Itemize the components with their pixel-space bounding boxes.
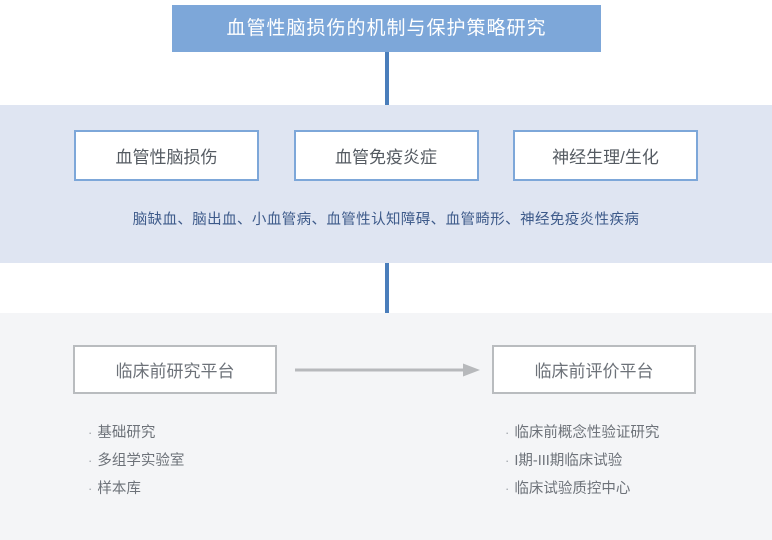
bullet-dot-icon: ·: [88, 425, 93, 440]
list-item-label: 临床试验质控中心: [514, 481, 631, 497]
list-item-label: 多组学实验室: [97, 453, 185, 469]
bullet-dot-icon: ·: [505, 481, 510, 496]
connector-research-to-platform: [385, 263, 389, 313]
list-item: · 临床试验质控中心: [505, 475, 659, 503]
connector-title-to-research: [385, 52, 389, 105]
arrow-right-icon: [295, 363, 480, 377]
research-band: 血管性脑损伤 血管免疫炎症 神经生理/生化 脑缺血、脑出血、小血管病、血管性认知…: [0, 105, 772, 263]
list-item: · I期-III期临床试验: [505, 447, 659, 475]
bullet-dot-icon: ·: [88, 481, 93, 496]
platform-label: 临床前研究平台: [115, 362, 235, 381]
pillar-label: 神经生理/生化: [552, 148, 659, 167]
list-item-label: 基础研究: [97, 425, 156, 441]
list-item-label: I期-III期临床试验: [514, 453, 623, 469]
pillar-label: 血管免疫炎症: [335, 148, 437, 167]
page-title: 血管性脑损伤的机制与保护策略研究: [226, 18, 547, 39]
pillar-label: 血管性脑损伤: [115, 148, 218, 167]
research-pillar-row: 血管性脑损伤 血管免疫炎症 神经生理/生化: [74, 130, 698, 181]
bullet-dot-icon: ·: [505, 425, 510, 440]
platform-label: 临床前评价平台: [534, 362, 654, 381]
list-item: · 基础研究: [88, 419, 184, 447]
platform-band: 临床前研究平台 临床前评价平台 · 基础研究 · 多组学实验室 · 样本库 · 临床前概…: [0, 313, 772, 540]
platform-box-preclinical-evaluation[interactable]: 临床前评价平台: [492, 345, 696, 394]
research-pillar-neurophysiology-biochemistry[interactable]: 神经生理/生化: [513, 130, 698, 181]
list-item: · 样本库: [88, 475, 184, 503]
research-pillar-vascular-brain-injury[interactable]: 血管性脑损伤: [74, 130, 259, 181]
diagram-title-box: 血管性脑损伤的机制与保护策略研究: [172, 5, 601, 52]
bullet-dot-icon: ·: [88, 453, 93, 468]
platform-box-preclinical-research[interactable]: 临床前研究平台: [73, 345, 277, 394]
research-pillar-vascular-immune-inflammation[interactable]: 血管免疫炎症: [293, 130, 479, 181]
list-item: · 多组学实验室: [88, 447, 184, 475]
list-item: · 临床前概念性验证研究: [505, 419, 659, 447]
research-disease-list: 脑缺血、脑出血、小血管病、血管性认知障碍、血管畸形、神经免疫炎性疾病: [132, 212, 640, 228]
platform-left-item-list: · 基础研究 · 多组学实验室 · 样本库: [88, 419, 184, 503]
platform-right-item-list: · 临床前概念性验证研究 · I期-III期临床试验 · 临床试验质控中心: [505, 419, 659, 503]
list-item-label: 临床前概念性验证研究: [514, 425, 660, 441]
list-item-label: 样本库: [97, 481, 141, 497]
bullet-dot-icon: ·: [505, 453, 510, 468]
